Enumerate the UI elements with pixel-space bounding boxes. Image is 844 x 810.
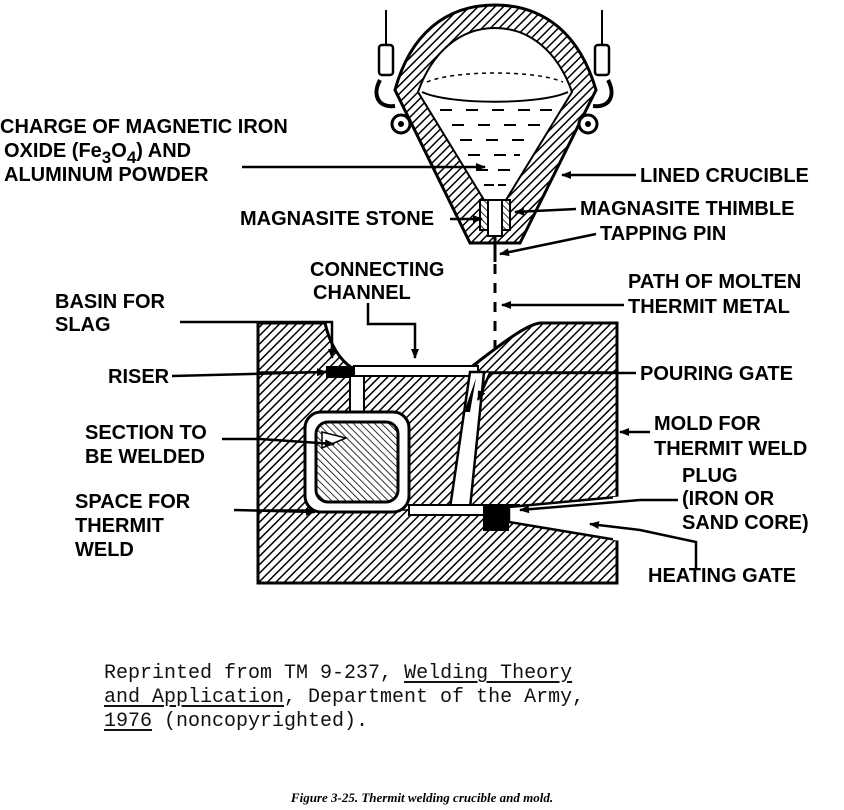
figure-caption: Figure 3-25. Thermit welding crucible an…: [290, 790, 554, 805]
label-magnasite-thimble: MAGNASITE THIMBLE: [580, 198, 794, 220]
label-magnasite-stone: MAGNASITE STONE: [240, 208, 434, 230]
label-section-welded-1: SECTION TO: [85, 422, 207, 444]
label-basin-slag-1: BASIN FOR: [55, 291, 166, 313]
label-path-molten-1: PATH OF MOLTEN: [628, 271, 801, 293]
thermit-welding-diagram: CHARGE OF MAGNETIC IRON OXIDE (Fe3O4) AN…: [0, 3, 809, 587]
label-space-1: SPACE FOR: [75, 491, 191, 513]
label-mold-1: MOLD FOR: [654, 413, 761, 435]
label-path-molten-2: THERMIT METAL: [628, 296, 790, 318]
leader-lines: [171, 163, 698, 570]
mold: [256, 321, 640, 585]
label-connecting-channel-1: CONNECTING: [310, 259, 444, 281]
label-lined-crucible: LINED CRUCIBLE: [640, 165, 809, 187]
label-plug-3: SAND CORE): [682, 512, 809, 534]
label-charge-3: ALUMINUM POWDER: [4, 164, 209, 186]
label-pouring-gate: POURING GATE: [640, 363, 793, 385]
label-tapping-pin: TAPPING PIN: [600, 223, 726, 245]
label-section-welded-2: BE WELDED: [85, 446, 205, 468]
crucible: [374, 3, 614, 262]
label-plug-1: PLUG: [682, 465, 738, 487]
label-heating-gate: HEATING GATE: [648, 565, 796, 587]
label-plug-2: (IRON OR: [682, 488, 775, 510]
label-mold-2: THERMIT WELD: [654, 438, 807, 460]
label-connecting-channel-2: CHANNEL: [313, 282, 411, 304]
label-space-3: WELD: [75, 539, 134, 561]
labels: CHARGE OF MAGNETIC IRON OXIDE (Fe3O4) AN…: [0, 116, 809, 587]
label-charge-2: OXIDE (Fe3O4) AND: [4, 140, 191, 167]
label-riser: RISER: [108, 366, 170, 388]
label-charge-1: CHARGE OF MAGNETIC IRON: [0, 116, 288, 138]
label-space-2: THERMIT: [75, 515, 164, 537]
credit-text: Reprinted from TM 9-237, Welding Theory …: [104, 662, 585, 733]
label-basin-slag-2: SLAG: [55, 314, 111, 336]
